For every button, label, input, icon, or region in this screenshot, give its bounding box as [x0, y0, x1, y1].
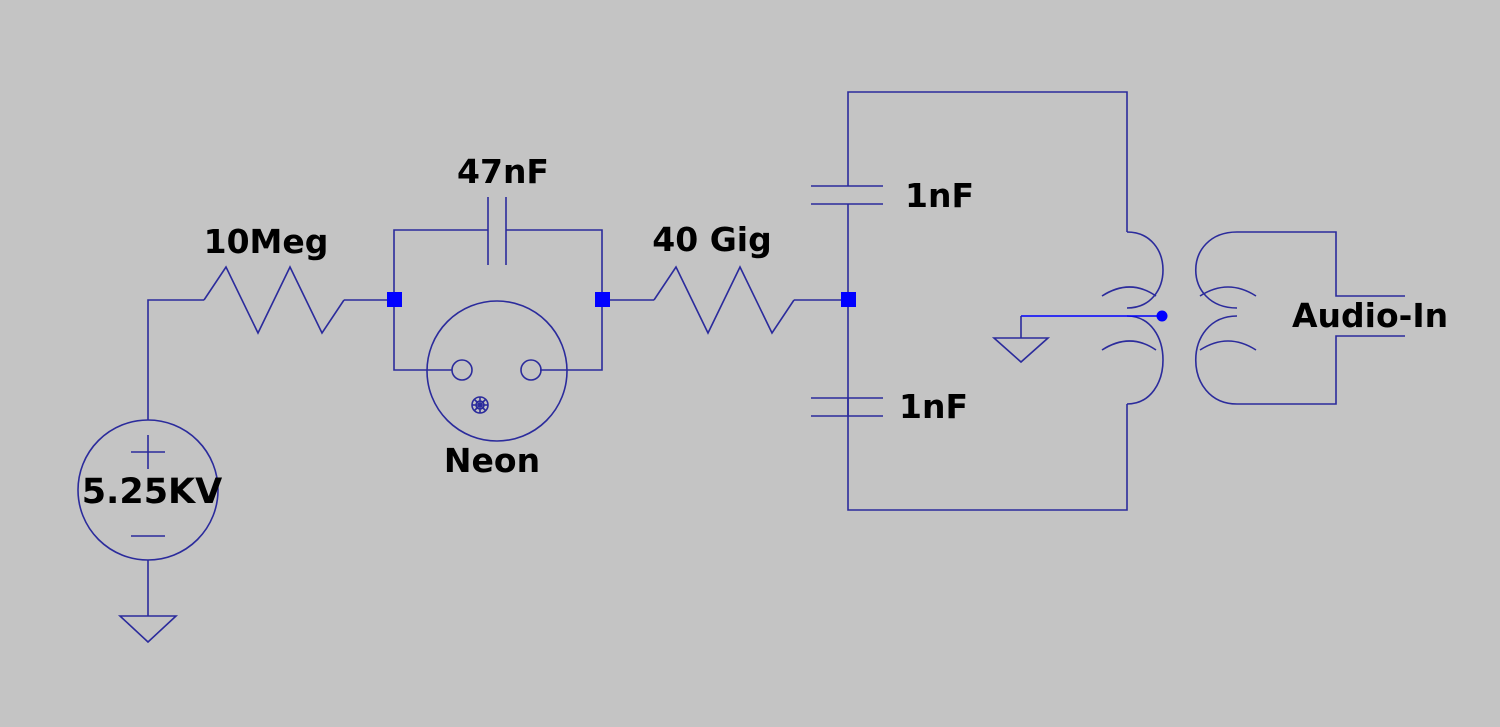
primary-winding [1126, 231, 1164, 405]
winding-loop [1199, 286, 1257, 297]
winding-loop [1101, 286, 1157, 297]
voltage-source-label: 5.25KV [82, 472, 223, 512]
neon-gas-icon [471, 396, 489, 414]
resistor-10meg-label: 10Meg [204, 222, 329, 261]
capacitor-47nf-label: 47nF [457, 152, 549, 191]
capacitor-1nf-top[interactable]: 1nF [811, 176, 974, 215]
junction-node [841, 292, 856, 307]
wire-neon-to-right [540, 300, 603, 371]
capacitor-1nf-bottom-label: 1nF [899, 387, 968, 426]
resistor-zigzag [653, 265, 795, 335]
ground-symbol-left [117, 615, 179, 644]
ground-symbol-right [991, 337, 1051, 364]
wire-secondary-top [1237, 231, 1405, 297]
winding-loop [1101, 340, 1157, 351]
wire-left-to-47nf [393, 229, 488, 300]
resistor-40gig-label: 40 Gig [652, 220, 771, 259]
junction-node [387, 292, 402, 307]
resistor-10meg[interactable]: 10Meg [203, 222, 345, 335]
resistor-40gig[interactable]: 40 Gig [652, 220, 795, 335]
capacitor-1nf-top-label: 1nF [905, 176, 974, 215]
neon-lamp-envelope [426, 300, 568, 442]
wire-secondary-bottom [1237, 335, 1405, 405]
secondary-winding [1194, 231, 1238, 405]
neon-lamp-label: Neon [444, 441, 540, 480]
center-tap-junction [1156, 310, 1168, 322]
wire-source-to-r1 [147, 299, 204, 420]
capacitor-1nf-bottom[interactable]: 1nF [811, 387, 968, 426]
wire-left-to-neon [393, 300, 452, 371]
voltage-source[interactable]: 5.25KV [77, 419, 223, 561]
neon-electrode [451, 359, 473, 381]
junction-node [595, 292, 610, 307]
neon-lamp[interactable]: Neon [426, 300, 568, 480]
resistor-zigzag [203, 265, 345, 335]
wire-47nf-to-right [506, 229, 603, 300]
winding-loop [1199, 340, 1257, 351]
capacitor-47nf[interactable]: 47nF [457, 152, 549, 265]
audio-in-label: Audio-In [1292, 296, 1448, 335]
wire-top-loop [847, 91, 1128, 232]
neon-electrode [520, 359, 542, 381]
transformer[interactable] [1101, 231, 1257, 405]
wire-bottom-loop [847, 404, 1128, 511]
